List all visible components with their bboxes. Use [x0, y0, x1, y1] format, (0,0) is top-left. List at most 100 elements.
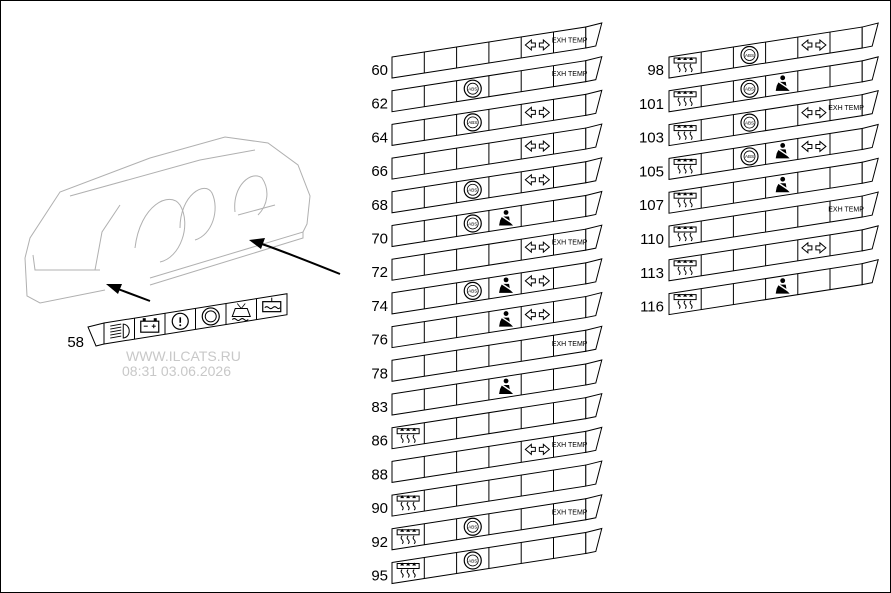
instrument-cluster-sketch	[24, 136, 311, 304]
washer-fluid-icon	[231, 303, 251, 322]
glow-plug-icon	[673, 158, 697, 174]
strip-83: 83	[371, 359, 603, 416]
glow-plug-icon	[673, 293, 697, 309]
part-number-label: 103	[639, 130, 664, 147]
exh-temp-indicator: EXH TEMP	[552, 341, 588, 348]
seat-belt-icon	[775, 143, 790, 159]
seat-belt-icon	[498, 210, 514, 226]
strip-76: 76	[371, 291, 603, 349]
strip-68: ABS 68	[371, 157, 603, 214]
abs-warning-icon: ABS	[463, 113, 482, 132]
svg-text:ABS: ABS	[745, 53, 754, 58]
exh-temp-label: EXH TEMP	[552, 442, 588, 449]
abs-warning-icon: ABS	[463, 517, 482, 536]
part-number-label: 64	[371, 129, 388, 146]
glow-plug-icon	[396, 495, 420, 511]
glow-plug-icon	[673, 192, 697, 208]
glow-plug-icon	[673, 226, 697, 242]
turn-signal-icon	[801, 140, 827, 153]
strip-90: 90	[371, 460, 603, 517]
brake-wear-icon	[201, 307, 220, 326]
strip-64: ABS 64	[371, 89, 603, 146]
watermark-line2: 08:31 03.06.2026	[122, 363, 231, 379]
strip-66: 66	[371, 123, 603, 180]
glow-plug-icon	[396, 427, 420, 444]
svg-text:ABS: ABS	[468, 221, 477, 226]
part-number-label: 107	[639, 197, 664, 214]
pointer-arrows	[106, 238, 341, 302]
svg-text:ABS: ABS	[468, 558, 477, 563]
svg-text:ABS: ABS	[745, 154, 754, 159]
exh-temp-indicator: EXH TEMP	[552, 442, 588, 449]
strip-101: ABS 101	[639, 56, 879, 113]
part-number-label: 60	[371, 62, 388, 79]
abs-warning-icon: ABS	[463, 79, 482, 98]
abs-warning-icon: ABS	[740, 147, 759, 166]
part-number-label: 113	[640, 265, 664, 282]
strip-110: EXH TEMP 110	[640, 191, 879, 248]
part-number-label: 83	[371, 399, 388, 416]
exh-temp-indicator: EXH TEMP	[552, 240, 588, 247]
part-number-label: 95	[371, 568, 388, 585]
exh-temp-label: EXH TEMP	[552, 240, 588, 247]
svg-text:ABS: ABS	[468, 525, 477, 530]
strip-58: 58	[67, 293, 288, 351]
strip-98: ABS 98	[647, 22, 879, 79]
exh-temp-label: EXH TEMP	[828, 105, 864, 112]
strip-105: ABS 105	[639, 123, 879, 180]
exh-temp-label: EXH TEMP	[552, 71, 588, 78]
exh-temp-label: EXH TEMP	[828, 207, 864, 214]
svg-text:ABS: ABS	[468, 188, 477, 193]
watermark: WWW.ILCATS.RU 08:31 03.06.2026	[122, 348, 241, 379]
turn-signal-icon	[801, 241, 827, 254]
strip-60: EXH TEMP 60	[371, 22, 603, 79]
seat-belt-icon	[498, 378, 514, 394]
abs-warning-icon: ABS	[463, 551, 482, 570]
turn-signal-icon	[801, 38, 827, 52]
svg-text:ABS: ABS	[468, 120, 477, 125]
battery-icon	[140, 318, 160, 333]
glow-plug-icon	[673, 57, 697, 73]
coolant-level-icon	[262, 297, 282, 313]
exh-temp-indicator: EXH TEMP	[552, 509, 588, 516]
glow-plug-icon	[673, 124, 697, 140]
part-number-label: 76	[371, 332, 388, 349]
turn-signal-icon	[801, 106, 827, 119]
part-number-label: 88	[371, 466, 388, 483]
turn-signal-icon	[524, 241, 551, 254]
headlamp-range-icon	[110, 323, 130, 339]
strip-88: EXH TEMP 88	[371, 426, 603, 483]
turn-signal-icon	[524, 38, 551, 52]
abs-warning-icon: ABS	[740, 45, 759, 65]
strip-107: 107	[639, 157, 879, 214]
seat-belt-icon	[498, 277, 514, 293]
exh-temp-indicator: EXH TEMP	[552, 71, 588, 78]
svg-text:ABS: ABS	[468, 86, 477, 91]
part-number-label: 105	[639, 163, 664, 180]
part-number-label: 86	[371, 433, 388, 450]
part-number-label: 78	[371, 365, 388, 382]
abs-warning-icon: ABS	[463, 214, 482, 233]
exh-temp-indicator: EXH TEMP	[552, 37, 588, 44]
part-number-label: 110	[640, 231, 664, 248]
exh-temp-indicator: EXH TEMP	[828, 207, 864, 214]
seat-belt-icon	[775, 176, 790, 193]
part-number-label: 101	[639, 96, 664, 113]
part-number-label: 66	[371, 163, 388, 180]
part-number-label: 98	[647, 62, 664, 79]
brake-warning-icon	[171, 312, 189, 330]
exh-temp-label: EXH TEMP	[552, 341, 588, 348]
strip-86: 86	[371, 392, 603, 450]
glow-plug-icon	[396, 562, 420, 578]
turn-signal-icon	[524, 106, 551, 119]
part-number-label: 68	[371, 197, 388, 214]
strip-95: ABS 95	[371, 527, 603, 585]
strip-113: 113	[640, 225, 879, 282]
part-number-label: 116	[640, 299, 664, 316]
watermark-line1: WWW.ILCATS.RU	[126, 348, 241, 364]
svg-text:ABS: ABS	[745, 120, 754, 125]
